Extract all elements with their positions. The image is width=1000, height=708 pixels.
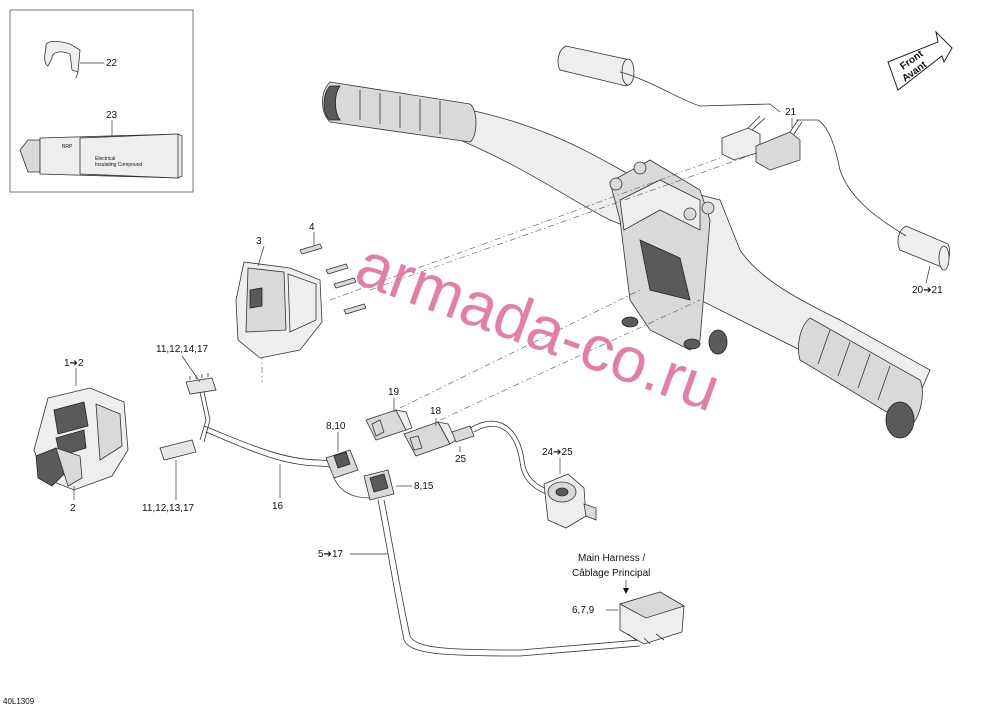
- figure-code: 40L1309: [3, 697, 35, 706]
- callout-8-15: 8,15: [414, 481, 434, 492]
- part-3-control-housing: [235, 245, 323, 359]
- part-2-switch-cover: [35, 447, 83, 500]
- part-20-heated-grip-element: [557, 45, 951, 271]
- callout-20: 20➔21: [912, 285, 943, 296]
- part-21-connectors: [721, 115, 803, 171]
- part-16-wiring-harness: [159, 355, 341, 500]
- main-harness-label-1: Main Harness /: [578, 553, 645, 564]
- callout-25: 25: [455, 454, 467, 465]
- callout-18: 18: [430, 406, 442, 417]
- part-25-connector: [451, 420, 549, 495]
- part-24-switch: [543, 458, 597, 529]
- callout-23: 23: [106, 110, 118, 121]
- callout-6-7-9: 6,7,9: [572, 605, 595, 616]
- callout-1: 1➔2: [64, 358, 84, 369]
- part-18-connector: [403, 418, 457, 457]
- callout-3: 3: [256, 236, 262, 247]
- callout-5-17: 5➔17: [318, 549, 344, 560]
- tube-text-2: Insulating Compound: [95, 162, 142, 168]
- part-4-screws: [299, 232, 367, 315]
- assembly-line-3: [399, 289, 641, 409]
- inset-box: [9, 9, 194, 193]
- handlebar: [322, 81, 931, 439]
- part-23-tube: BRP Electrical Insulating Compound: [19, 120, 183, 179]
- assembly-line-1: [329, 157, 721, 301]
- callout-8-10: 8,10: [326, 421, 346, 432]
- tube-brand: BRP: [62, 144, 73, 150]
- main-harness-label-2: Câblage Principal: [572, 568, 650, 579]
- tube-text-1: Electrical: [95, 156, 115, 162]
- part-6-main-harness-connector: [606, 580, 685, 645]
- assembly-line-4: [439, 299, 701, 421]
- handlebar-riser: [609, 159, 728, 355]
- front-direction-arrow: Front Avant: [887, 30, 953, 91]
- callout-11-12-13-17: 11,12,13,17: [142, 503, 195, 514]
- callout-24: 24➔25: [542, 447, 573, 458]
- part-22-clip: [44, 40, 104, 79]
- callout-21: 21: [785, 107, 797, 118]
- assembly-line-2: [369, 151, 761, 291]
- callout-22: 22: [106, 58, 118, 69]
- callout-4: 4: [309, 222, 315, 233]
- callout-19: 19: [388, 387, 400, 398]
- callout-2: 2: [70, 503, 76, 514]
- part-8-connectors: [325, 432, 412, 501]
- part-19-connector: [365, 398, 413, 441]
- callout-16: 16: [272, 501, 284, 512]
- part-5-harness-lead: [350, 499, 641, 657]
- callout-11-12-14-17: 11,12,14,17: [156, 344, 209, 355]
